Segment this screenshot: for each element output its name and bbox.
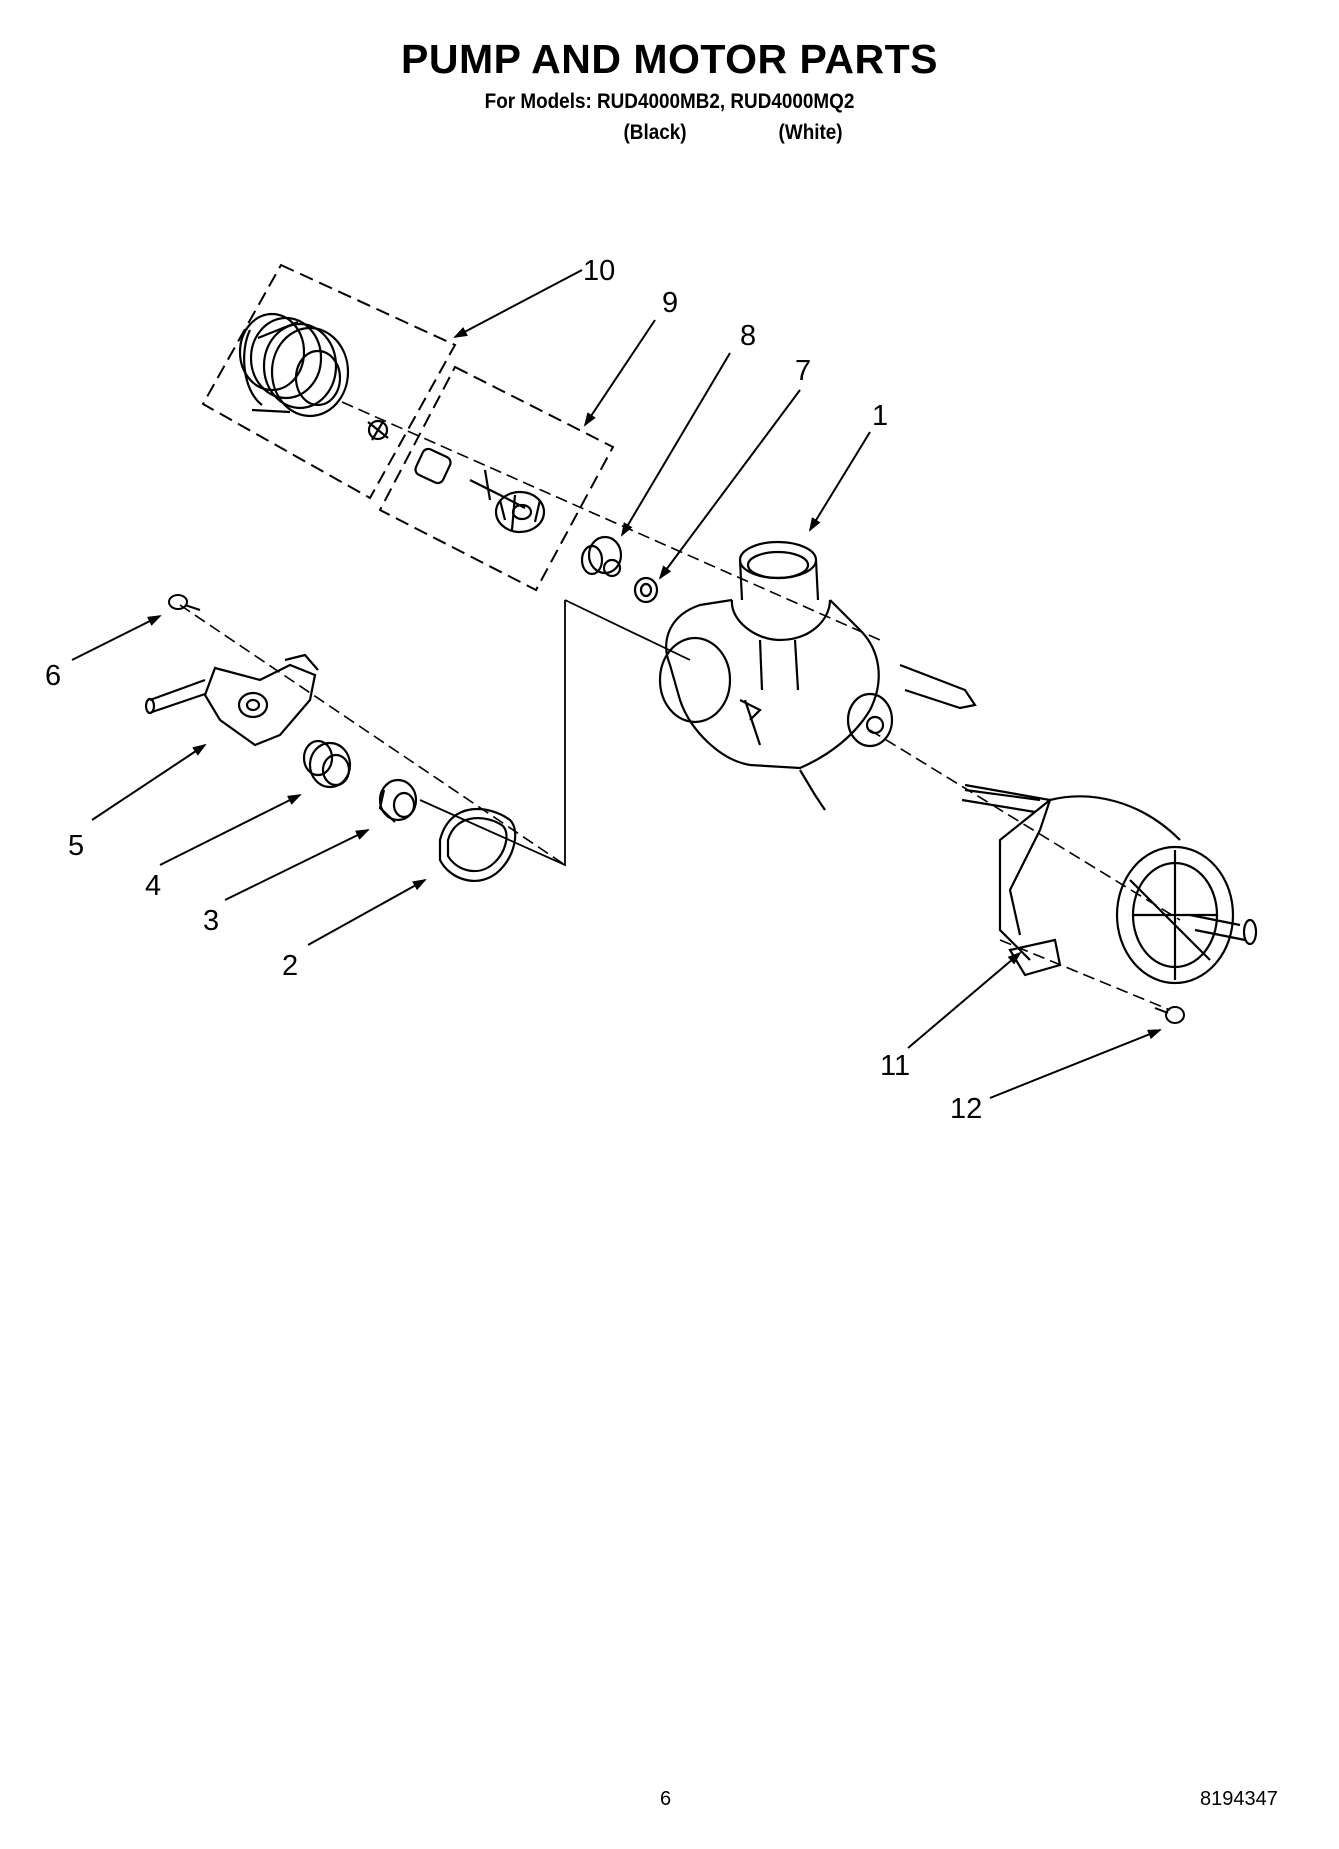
axis-line-motor xyxy=(869,729,1181,921)
callout-8: 8 xyxy=(740,320,756,352)
leader-2 xyxy=(307,879,427,946)
leader-6 xyxy=(71,615,162,661)
color-white-label: (White) xyxy=(778,121,843,144)
part-12-screw xyxy=(1154,1006,1185,1024)
callout-9: 9 xyxy=(662,287,678,319)
part-5-chopper-assembly xyxy=(144,653,319,747)
leader-1 xyxy=(808,431,871,532)
part-2-gasket xyxy=(438,807,517,882)
document-number: 8194347 xyxy=(1200,1788,1278,1810)
callout-11: 11 xyxy=(880,1050,910,1082)
page-number: 6 xyxy=(660,1788,672,1810)
axis-line-left xyxy=(179,604,566,866)
callout-12: 12 xyxy=(950,1093,982,1125)
leader-4 xyxy=(159,794,302,866)
part-8-seal xyxy=(580,535,623,578)
color-black-label: (Black) xyxy=(623,121,687,144)
callout-7: 7 xyxy=(795,355,811,387)
callout-5: 5 xyxy=(68,830,84,862)
part-4-seal-ring xyxy=(302,739,352,789)
group-10-outline xyxy=(201,263,457,500)
callout-2: 2 xyxy=(282,950,298,982)
leader-9 xyxy=(583,319,656,427)
part-3-grommet xyxy=(378,778,418,823)
part-1-pump-housing xyxy=(658,540,977,811)
axis-line-bracket xyxy=(419,600,566,867)
models-line: For Models: RUD4000MB2, RUD4000MQ2 xyxy=(484,90,855,113)
callout-1: 1 xyxy=(872,400,888,432)
leader-10 xyxy=(453,269,583,338)
callout-10: 10 xyxy=(583,255,615,287)
part-6-screw xyxy=(168,594,201,611)
group-9-outline xyxy=(378,365,615,592)
leader-5 xyxy=(91,743,207,821)
leader-8 xyxy=(620,352,731,537)
callout-6: 6 xyxy=(45,660,61,692)
part-10-filter-housing xyxy=(238,312,389,441)
part-11-motor xyxy=(961,783,1258,985)
axis-line-top xyxy=(341,401,881,641)
callout-3: 3 xyxy=(203,905,219,937)
leader-3 xyxy=(224,829,370,901)
leader-12 xyxy=(989,1029,1162,1099)
part-9-impeller xyxy=(414,447,546,534)
leader-11 xyxy=(907,951,1022,1049)
part-7-washer xyxy=(633,576,659,604)
page-title: PUMP AND MOTOR PARTS xyxy=(401,36,938,82)
callout-4: 4 xyxy=(145,870,161,902)
leader-7 xyxy=(658,389,801,580)
